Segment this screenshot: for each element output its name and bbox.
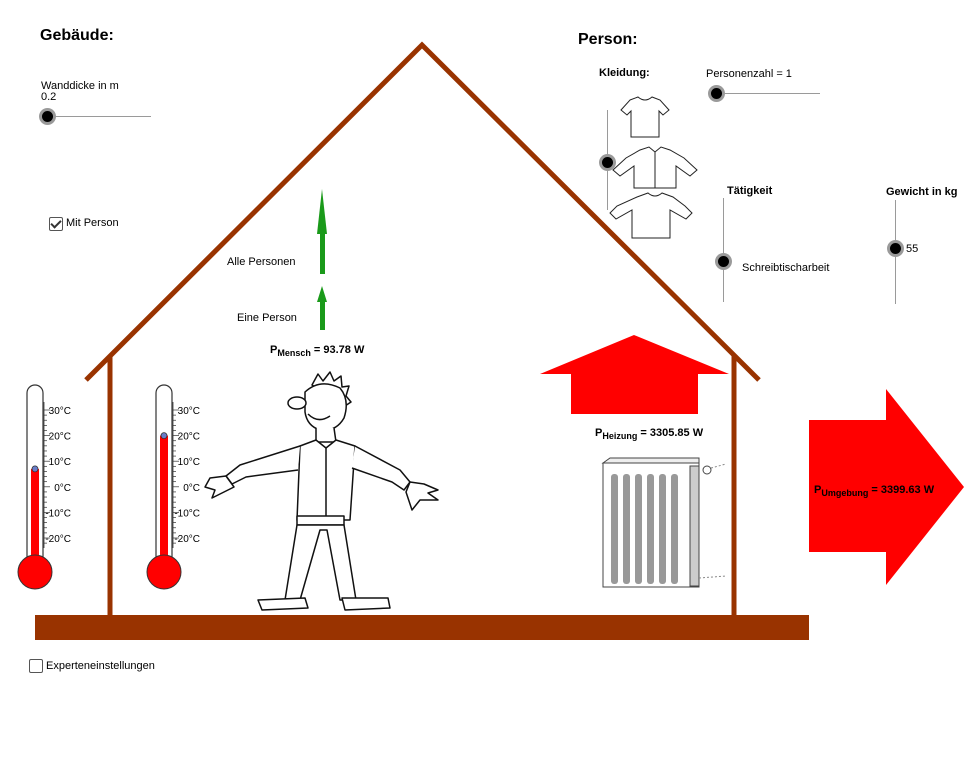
activity-value: Schreibtischarbeit xyxy=(742,262,830,274)
expert-settings-label: Experteneinstellungen xyxy=(46,660,155,672)
thermometer-inside-tick-label: -10°C xyxy=(174,508,200,519)
thermometer-outside-tick-label: 30°C xyxy=(49,406,71,417)
thermometer-inside-bulb xyxy=(146,554,182,590)
one-person-label: Eine Person xyxy=(237,312,297,324)
wall-thickness-slider-handle[interactable] xyxy=(42,111,53,122)
with-person-checkbox[interactable] xyxy=(49,217,63,231)
thermometer-outside: 30°C 20°C 10°C 0°C -10°C -20°C xyxy=(17,384,71,590)
thermometer-inside-tick-label: 0°C xyxy=(183,483,200,494)
person-count-slider-handle[interactable] xyxy=(711,88,722,99)
heat-loss-arrow xyxy=(809,389,964,585)
activity-slider-handle[interactable] xyxy=(718,256,729,267)
power-person-readout: PMensch = 93.78 W xyxy=(270,344,365,359)
all-persons-label: Alle Personen xyxy=(227,256,296,268)
activity-label: Tätigkeit xyxy=(727,185,773,197)
thermometer-inside-level-marker xyxy=(160,432,168,440)
arrow-all-persons xyxy=(317,189,327,274)
clothing-slider-handle[interactable] xyxy=(602,157,613,168)
wall-thickness-label: Wanddicke in m xyxy=(41,80,119,92)
thermometer-inside: 30°C 20°C 10°C 0°C -10°C -20°C xyxy=(146,384,200,590)
sweater-icon xyxy=(609,192,693,239)
thermometer-inside-tick-label: 20°C xyxy=(178,432,200,443)
clothing-label: Kleidung: xyxy=(599,67,650,79)
thermometer-outside-mercury xyxy=(31,468,39,560)
thermometer-outside-tick-label: 20°C xyxy=(49,432,71,443)
shirt-icon xyxy=(612,146,698,189)
person-count-slider-track[interactable] xyxy=(713,93,820,94)
weight-slider-handle[interactable] xyxy=(890,243,901,254)
house-roof xyxy=(84,41,761,382)
radiator xyxy=(601,457,727,588)
section-title-person: Person: xyxy=(578,31,638,48)
person-count-label: Personenzahl = 1 xyxy=(706,68,792,80)
wall-thickness-value: 0.2 xyxy=(41,91,57,103)
expert-settings-checkbox[interactable] xyxy=(29,659,43,673)
activity-slider-track[interactable] xyxy=(723,198,724,302)
weight-label: Gewicht in kg xyxy=(886,186,958,198)
weight-value: 55 xyxy=(906,243,919,255)
thermometer-inside-tick-label: -20°C xyxy=(174,534,200,545)
thermometer-inside-mercury xyxy=(160,435,168,560)
thermometer-inside-tick-label: 30°C xyxy=(178,406,200,417)
heat-up-arrow xyxy=(540,335,729,414)
thermometer-outside-tick-label: -20°C xyxy=(45,534,71,545)
thermometer-outside-tick-label: -10°C xyxy=(45,508,71,519)
thermometer-outside-bulb xyxy=(17,554,53,590)
house-floor xyxy=(35,615,809,640)
section-title-building: Gebäude: xyxy=(40,27,114,44)
thermometer-outside-tick-label: 10°C xyxy=(49,457,71,468)
thermometer-inside-tick-label: 10°C xyxy=(178,457,200,468)
power-environment-readout: PUmgebung = 3399.63 W xyxy=(814,484,935,499)
wall-thickness-slider-track[interactable] xyxy=(44,116,151,117)
power-heating-readout: PHeizung = 3305.85 W xyxy=(595,427,704,442)
arrow-one-person xyxy=(317,286,327,330)
tshirt-icon xyxy=(620,96,670,138)
person-figure xyxy=(204,371,439,611)
thermometer-outside-level-marker xyxy=(31,465,39,473)
thermometer-outside-tick-label: 0°C xyxy=(54,483,71,494)
with-person-label: Mit Person xyxy=(66,217,119,229)
